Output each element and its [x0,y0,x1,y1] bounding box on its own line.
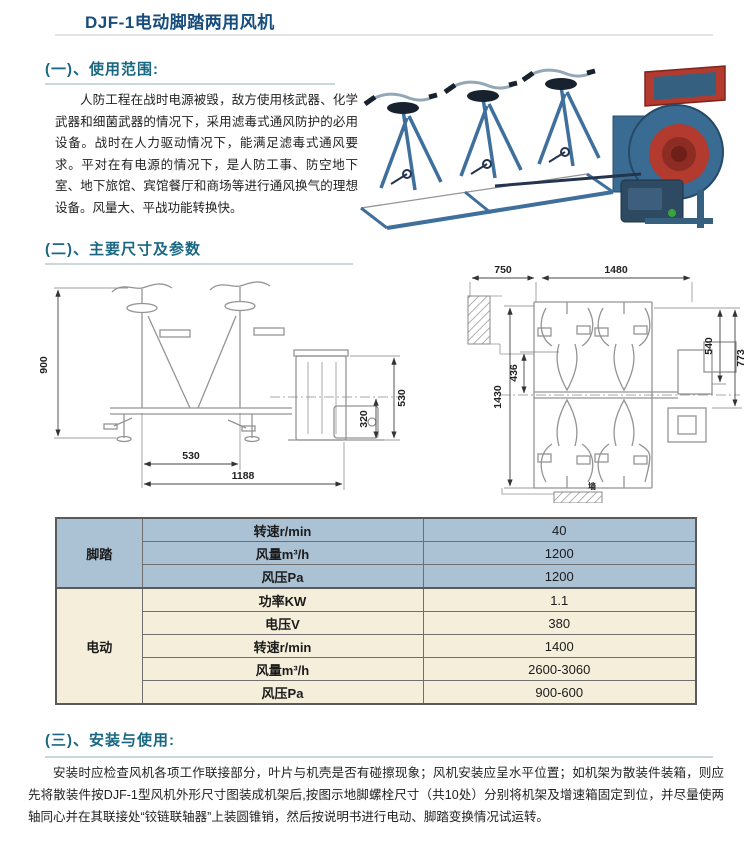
dim-depth-inner-label: 540 [703,337,715,355]
param-cell: 风量m³/h [141,657,424,681]
table-row: 风压Pa 900-600 [56,680,697,705]
dim-depth-outer-label: 773 [735,349,747,367]
section-3-underline [45,756,713,758]
dimension-drawing-plan-view: 墙 750 1480 1430 436 540 773 [467,264,747,503]
section-1-body: 人防工程在战时电源被毁，敌方使用核武器、化学武器和细菌武器的情况下，采用滤毒式通… [55,93,358,215]
title-divider [55,34,713,36]
dim-height-label: 900 [38,356,50,374]
dim-fan-height-label: 530 [396,389,408,407]
value-cell: 40 [422,517,697,542]
dimension-drawing-side-view: 900 530 320 530 1188 [38,281,408,490]
table-row: 电压V 380 [56,611,697,635]
param-cell: 功率KW [141,587,424,612]
dim-width-label: 1480 [604,264,628,276]
value-cell: 1200 [422,541,697,565]
value-cell: 2600-3060 [422,657,697,681]
group-label-electric: 电动 [55,587,143,705]
dim-fan-offset-label: 320 [358,410,370,428]
section-2-underline [45,263,353,265]
value-cell: 380 [422,611,697,635]
section-1-heading: (一)、使用范围: [45,61,159,78]
param-cell: 转速r/min [141,634,424,658]
product-photo [360,65,726,230]
table-row: 风压Pa 1200 [56,564,697,589]
dim-total-height-label: 1430 [492,385,504,409]
dim-seat-span-label: 530 [182,450,200,462]
param-cell: 风量m³/h [141,541,424,565]
wall-label: 墙 [588,481,596,491]
section-3-heading: (三)、安装与使用: [45,732,175,749]
param-cell: 风压Pa [141,680,424,705]
dim-inner-height-label: 436 [508,364,520,382]
value-cell: 1400 [422,634,697,658]
param-cell: 转速r/min [141,517,424,542]
page-title: DJF-1电动脚踏两用风机 [85,13,275,32]
parameters-table: 脚踏 转速r/min 40 风量m³/h 1200 风压Pa 1200 电动 功… [55,517,697,705]
dim-wall-offset-label: 750 [494,264,512,276]
table-row: 风量m³/h 1200 [56,541,697,565]
table-row: 脚踏 转速r/min 40 [55,517,697,589]
table-row: 电动 功率KW 1.1 [55,587,697,705]
section-2-heading: (二)、主要尺寸及参数 [45,241,201,258]
value-cell: 1200 [422,564,697,589]
section-3-body: 安装时应检查风机各项工作联接部分，叶片与机壳是否有碰擦现象；风机安装应呈水平位置… [28,766,724,824]
value-cell: 1.1 [422,587,697,612]
value-cell: 900-600 [422,680,697,705]
param-cell: 电压V [141,611,424,635]
section-1-underline [45,83,335,85]
group-label-pedal: 脚踏 [55,517,143,589]
table-row: 转速r/min 1400 [56,634,697,658]
dim-total-length-label: 1188 [232,470,255,482]
param-cell: 风压Pa [141,564,424,589]
table-row: 风量m³/h 2600-3060 [56,657,697,681]
